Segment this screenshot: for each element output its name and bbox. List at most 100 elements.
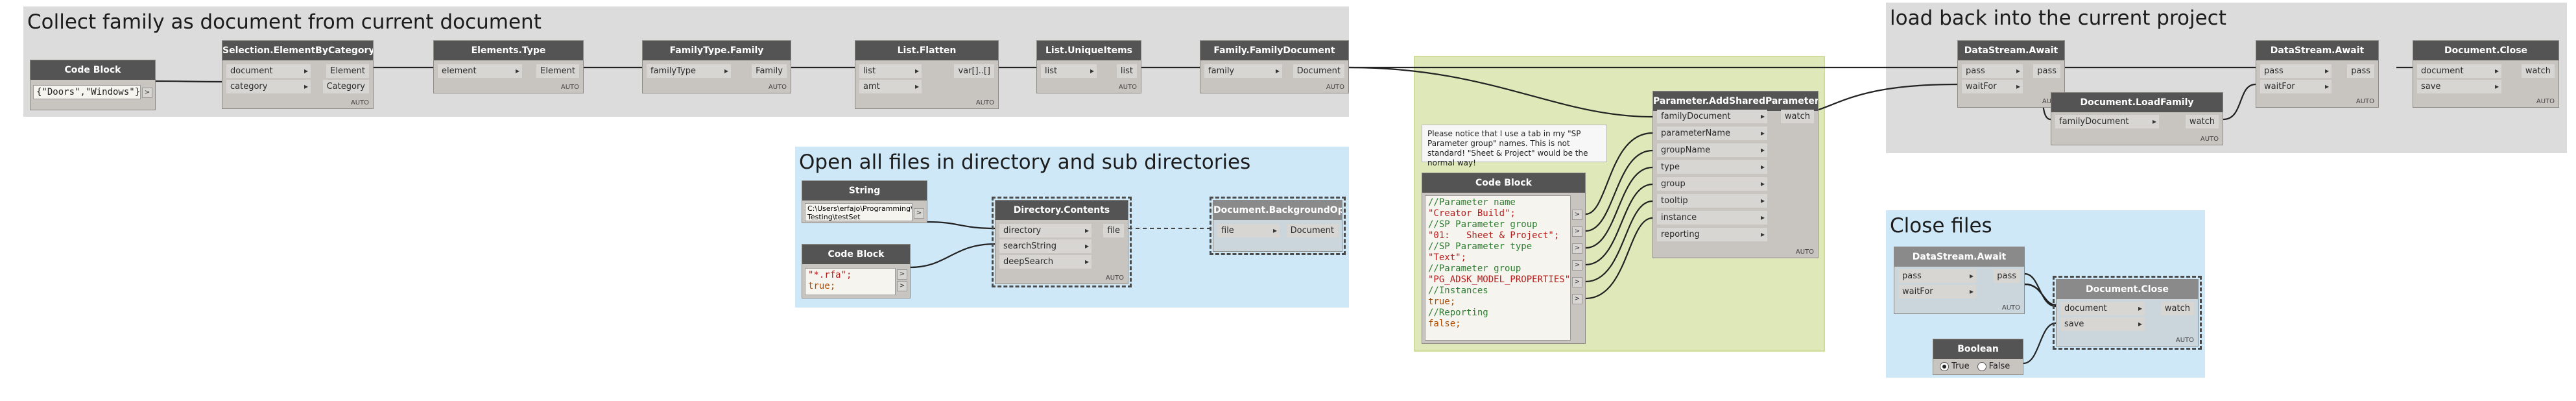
- boolean-node[interactable]: Boolean True False: [1933, 339, 2023, 375]
- output-port-document[interactable]: Document: [1286, 224, 1338, 237]
- string-node[interactable]: String C:\Users\erfajo\Programming\Unit …: [802, 180, 927, 223]
- output-port-element[interactable]: Element: [326, 64, 369, 78]
- output-port-list[interactable]: list: [1116, 64, 1137, 78]
- lacing-label[interactable]: AUTO: [1118, 84, 1137, 91]
- output-port-icon[interactable]: >: [1572, 226, 1582, 237]
- output-port-pass[interactable]: pass: [2347, 64, 2374, 78]
- lacing-label[interactable]: AUTO: [560, 84, 579, 91]
- document-loadfamily-node[interactable]: Document.LoadFamily familyDocument▸ watc…: [2051, 92, 2223, 145]
- output-port-icon[interactable]: >: [1572, 277, 1582, 287]
- input-port-group[interactable]: group▸: [1657, 177, 1767, 191]
- input-port-familytype[interactable]: familyType▸: [647, 64, 731, 78]
- output-port-watch[interactable]: watch: [2521, 64, 2555, 78]
- output-port-pass[interactable]: pass: [2033, 64, 2060, 78]
- output-port-icon[interactable]: >: [897, 281, 907, 291]
- output-port-watch[interactable]: watch: [1780, 110, 1814, 123]
- lacing-label[interactable]: AUTO: [2200, 136, 2219, 143]
- input-port-amt[interactable]: amt▸: [859, 80, 922, 93]
- lacing-label[interactable]: AUTO: [350, 99, 369, 106]
- code-editor[interactable]: {"Doors","Windows"};: [33, 85, 141, 99]
- output-port-icon[interactable]: >: [1572, 210, 1582, 220]
- input-port-familydocument[interactable]: familyDocument▸: [1657, 110, 1767, 123]
- list-flatten-node[interactable]: List.Flatten list▸ amt▸ var[]..[] AUTO: [855, 40, 999, 109]
- input-port-document[interactable]: document▸: [2417, 64, 2501, 78]
- input-port-pass[interactable]: pass▸: [1898, 269, 1976, 283]
- code-editor[interactable]: "*.rfa"; true;: [805, 268, 896, 295]
- lacing-label[interactable]: AUTO: [1795, 249, 1814, 256]
- input-port-instance[interactable]: instance▸: [1657, 211, 1767, 225]
- output-port-icon[interactable]: >: [1572, 243, 1582, 254]
- input-port-familydocument[interactable]: familyDocument▸: [2055, 115, 2159, 128]
- input-port-waitfor[interactable]: waitFor▸: [1962, 80, 2023, 93]
- lacing-label[interactable]: AUTO: [1105, 274, 1124, 282]
- output-port-family[interactable]: Family: [752, 64, 787, 78]
- input-port-searchstring[interactable]: searchString▸: [999, 239, 1091, 253]
- output-port-pass[interactable]: pass: [1993, 269, 2020, 283]
- output-port-icon[interactable]: >: [1572, 294, 1582, 304]
- input-port-parametername[interactable]: parameterName▸: [1657, 127, 1767, 140]
- lacing-label[interactable]: AUTO: [975, 99, 994, 106]
- lacing-label[interactable]: AUTO: [1326, 84, 1344, 91]
- input-port-element[interactable]: element▸: [438, 64, 522, 78]
- datastream-await-node[interactable]: DataStream.Await pass▸ waitFor▸ pass AUT…: [2256, 40, 2379, 108]
- family-familydocument-node[interactable]: Family.FamilyDocument family▸ Document A…: [1200, 40, 1349, 93]
- input-port-family[interactable]: family▸: [1204, 64, 1282, 78]
- directory-contents-node[interactable]: Directory.Contents directory▸ searchStri…: [992, 197, 1132, 287]
- datastream-await-node[interactable]: DataStream.Await pass▸ waitFor▸ pass AUT…: [1894, 247, 2025, 314]
- document-close-node[interactable]: Document.Close document▸ save▸ watch AUT…: [2413, 40, 2559, 108]
- output-port-watch[interactable]: watch: [2160, 302, 2194, 315]
- chevron-right-icon: ▸: [1084, 257, 1089, 266]
- output-port-category[interactable]: Category: [322, 80, 369, 93]
- input-port-pass[interactable]: pass▸: [1962, 64, 2023, 78]
- parameter-addsharedparameter-node[interactable]: Parameter.AddSharedParameter familyDocum…: [1652, 91, 1819, 258]
- code-block-node[interactable]: Code Block //Parameter name "Creator Bui…: [1422, 173, 1586, 344]
- output-port-icon[interactable]: >: [1572, 260, 1582, 271]
- lacing-label[interactable]: AUTO: [2536, 98, 2555, 105]
- radio-true[interactable]: [1940, 361, 1949, 371]
- output-port-watch[interactable]: watch: [2185, 115, 2219, 128]
- output-port-document[interactable]: Document: [1293, 64, 1344, 78]
- lacing-label[interactable]: AUTO: [768, 84, 787, 91]
- note[interactable]: Please notice that I use a tab in my "SP…: [1422, 125, 1607, 167]
- input-port-list[interactable]: list▸: [1041, 64, 1097, 78]
- input-port-waitfor[interactable]: waitFor▸: [2260, 80, 2332, 93]
- input-port-file[interactable]: file▸: [1217, 224, 1280, 237]
- input-port-document[interactable]: document▸: [2060, 302, 2145, 315]
- familytype-family-node[interactable]: FamilyType.Family familyType▸ Family AUT…: [642, 40, 791, 93]
- lacing-label[interactable]: AUTO: [2175, 337, 2194, 344]
- output-port-element[interactable]: Element: [536, 64, 579, 78]
- output-port-var[interactable]: var[]..[]: [954, 64, 994, 78]
- input-port-tooltip[interactable]: tooltip▸: [1657, 194, 1767, 208]
- boolean-toggle[interactable]: True False: [1940, 361, 2010, 371]
- input-port-reporting[interactable]: reporting▸: [1657, 228, 1767, 241]
- input-port-groupname[interactable]: groupName▸: [1657, 143, 1767, 157]
- document-close-node[interactable]: Document.Close document▸ save▸ watch AUT…: [2053, 276, 2202, 350]
- output-port-icon[interactable]: >: [142, 88, 152, 98]
- lacing-label[interactable]: AUTO: [2355, 98, 2374, 105]
- output-port-icon[interactable]: >: [897, 269, 907, 280]
- datastream-await-node[interactable]: DataStream.Await pass▸ waitFor▸ pass AUT…: [1957, 40, 2065, 108]
- code-editor[interactable]: //Parameter name "Creator Build"; //SP P…: [1425, 195, 1571, 341]
- radio-false[interactable]: [1977, 361, 1986, 371]
- elements-type-node[interactable]: Elements.Type element▸ Element AUTO: [433, 40, 584, 93]
- input-port-list[interactable]: list▸: [859, 64, 922, 78]
- input-port-type[interactable]: type▸: [1657, 160, 1767, 174]
- document-backgroundopen-node[interactable]: Document.BackgroundOpen file▸ Document: [1210, 197, 1346, 255]
- string-value-field[interactable]: C:\Users\erfajo\Programming\Unit Testing…: [805, 203, 912, 221]
- lacing-label[interactable]: AUTO: [2001, 304, 2020, 311]
- input-port-save[interactable]: save▸: [2060, 317, 2145, 331]
- selection-element-by-category-node[interactable]: Selection.ElementByCategory document▸ ca…: [222, 40, 374, 109]
- chevron-right-icon: ▸: [914, 82, 919, 91]
- input-port-save[interactable]: save▸: [2417, 80, 2501, 93]
- input-port-pass[interactable]: pass▸: [2260, 64, 2332, 78]
- input-port-document[interactable]: document▸: [226, 64, 311, 78]
- code-block-node[interactable]: Code Block "*.rfa"; true; > >: [802, 244, 911, 298]
- input-port-deepsearch[interactable]: deepSearch▸: [999, 255, 1091, 269]
- output-port-icon[interactable]: >: [914, 208, 924, 219]
- code-block-node[interactable]: Code Block {"Doors","Windows"}; >: [30, 60, 156, 110]
- input-port-directory[interactable]: directory▸: [999, 224, 1091, 237]
- list-uniqueitems-node[interactable]: List.UniqueItems list▸ list AUTO: [1036, 40, 1141, 93]
- input-port-category[interactable]: category▸: [226, 80, 311, 93]
- output-port-file[interactable]: file: [1103, 224, 1124, 237]
- input-port-waitfor[interactable]: waitFor▸: [1898, 285, 1976, 298]
